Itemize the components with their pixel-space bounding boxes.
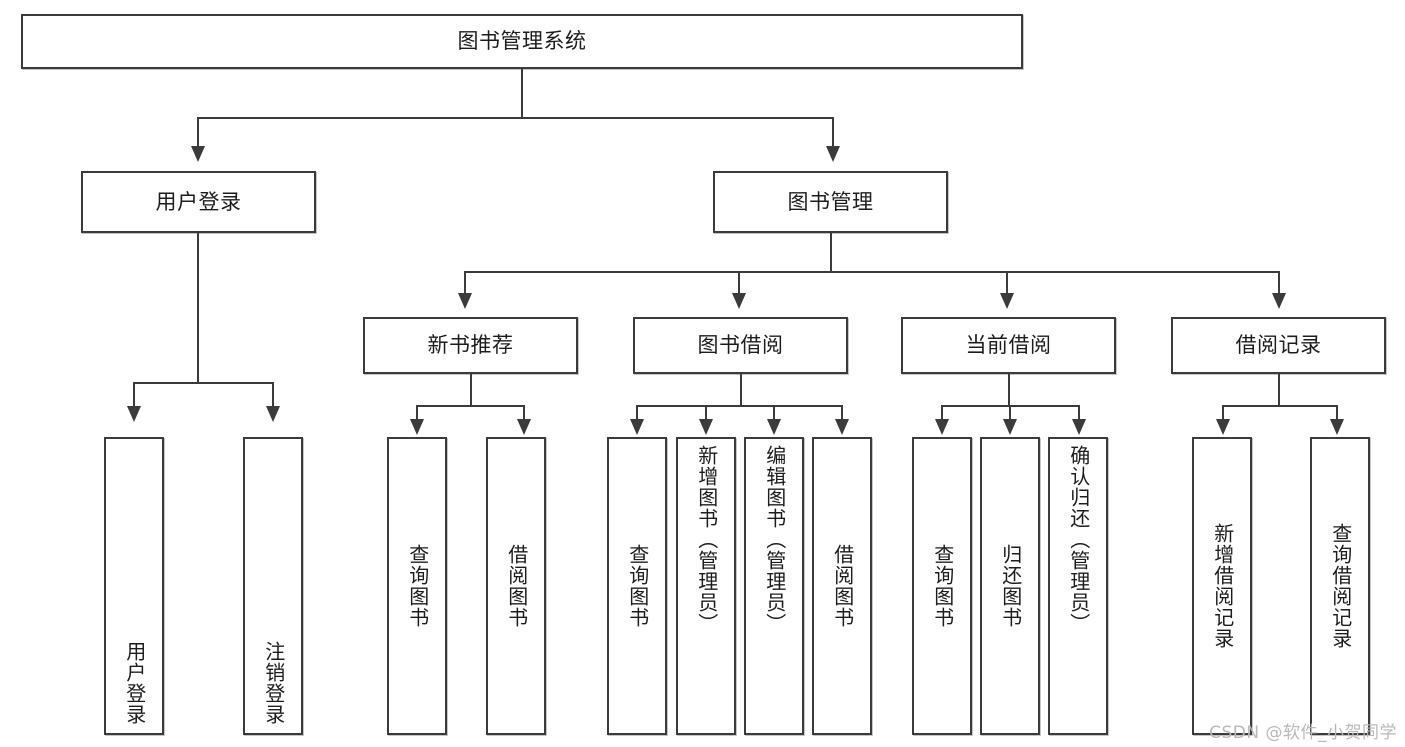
node-label: 新增借阅记录 [1210, 523, 1235, 649]
leaf-book-borrow-add-book-admin[interactable]: 新增图书（管理员） [676, 437, 736, 735]
arrowhead-root-to-book-manage [826, 146, 840, 162]
arrowhead-current-borrow-leaf-1 [935, 419, 949, 435]
connector-current-borrow-drop-1 [941, 405, 943, 419]
node-label: 确认归还（管理员） [1066, 445, 1091, 634]
node-borrow-record[interactable]: 借阅记录 [1171, 317, 1386, 374]
connector-user-login-bus [133, 382, 274, 384]
arrowhead-book-borrow-leaf-1 [630, 419, 644, 435]
connector-new-book-drop-2 [523, 405, 525, 419]
node-label: 查询图书 [930, 544, 955, 628]
connector-book-borrow-drop-3 [773, 405, 775, 419]
node-label: 新书推荐 [427, 333, 514, 358]
node-label: 借阅记录 [1235, 333, 1322, 358]
leaf-book-borrow-borrow-books[interactable]: 借阅图书 [812, 437, 872, 735]
node-label: 查询图书 [405, 544, 430, 628]
node-label: 归还图书 [998, 544, 1023, 628]
connector-user-login-drop-2 [272, 382, 274, 406]
arrowhead-book-manage-child-1 [458, 293, 472, 309]
arrowhead-new-book-leaf-1 [410, 419, 424, 435]
connector-root-stem [521, 69, 523, 118]
connector-book-borrow-bus [636, 405, 843, 407]
leaf-book-borrow-query-books[interactable]: 查询图书 [607, 437, 667, 735]
connector-root-to-user-login [197, 117, 199, 146]
leaf-borrow-record-add-record[interactable]: 新增借阅记录 [1192, 437, 1252, 735]
node-label: 当前借阅 [965, 333, 1052, 358]
connector-current-borrow-drop-2 [1009, 405, 1011, 419]
connector-book-manage-drop-1 [464, 271, 466, 293]
connector-book-manage-drop-3 [1006, 271, 1008, 293]
node-new-book-recommend[interactable]: 新书推荐 [363, 317, 578, 374]
leaf-current-borrow-query-books[interactable]: 查询图书 [912, 437, 972, 735]
node-user-login[interactable]: 用户登录 [81, 171, 316, 233]
node-label: 新增图书（管理员） [694, 445, 719, 634]
connector-current-borrow-drop-3 [1078, 405, 1080, 419]
connector-book-manage-drop-2 [738, 271, 740, 293]
connector-borrow-record-stem [1278, 374, 1280, 406]
connector-user-login-drop-1 [133, 382, 135, 406]
node-label: 编辑图书（管理员） [762, 445, 787, 634]
connector-new-book-drop-1 [416, 405, 418, 419]
arrowhead-user-login-leaf-2 [266, 406, 280, 422]
node-label: 图书借阅 [697, 333, 784, 358]
leaf-borrow-record-query-record[interactable]: 查询借阅记录 [1310, 437, 1370, 735]
connector-book-borrow-drop-4 [841, 405, 843, 419]
node-label: 注销登录 [261, 641, 286, 725]
arrowhead-borrow-record-leaf-1 [1216, 419, 1230, 435]
leaf-user-login-logout[interactable]: 注销登录 [243, 437, 303, 735]
leaf-new-book-borrow-books[interactable]: 借阅图书 [486, 437, 546, 735]
connector-borrow-record-drop-2 [1336, 405, 1338, 419]
connector-book-borrow-stem [740, 374, 742, 406]
arrowhead-book-borrow-leaf-2 [699, 419, 713, 435]
node-label: 查询借阅记录 [1328, 523, 1353, 649]
connector-borrow-record-drop-1 [1222, 405, 1224, 419]
arrowhead-current-borrow-leaf-3 [1072, 419, 1086, 435]
connector-new-book-bus [416, 405, 525, 407]
leaf-book-borrow-edit-book-admin[interactable]: 编辑图书（管理员） [744, 437, 804, 735]
node-label: 借阅图书 [504, 544, 529, 628]
node-book-management[interactable]: 图书管理 [713, 171, 948, 233]
connector-root-to-book-manage [832, 117, 834, 146]
connector-borrow-record-bus [1222, 405, 1338, 407]
node-label: 用户登录 [122, 641, 147, 725]
connector-book-manage-stem [830, 233, 832, 272]
arrowhead-new-book-leaf-2 [517, 419, 531, 435]
connector-book-manage-drop-4 [1278, 271, 1280, 293]
arrowhead-book-borrow-leaf-4 [835, 419, 849, 435]
node-label: 图书管理 [787, 189, 874, 214]
connector-current-borrow-stem [1008, 374, 1010, 406]
node-root-library-system[interactable]: 图书管理系统 [21, 14, 1023, 69]
arrowhead-user-login-leaf-1 [127, 406, 141, 422]
arrowhead-book-manage-child-2 [732, 293, 746, 309]
connector-root-bus [197, 117, 834, 119]
arrowhead-book-manage-child-4 [1272, 293, 1286, 309]
arrowhead-book-borrow-leaf-3 [767, 419, 781, 435]
arrowhead-root-to-user-login [191, 146, 205, 162]
arrowhead-borrow-record-leaf-2 [1330, 419, 1344, 435]
node-label: 用户登录 [155, 189, 242, 214]
leaf-user-login-login[interactable]: 用户登录 [104, 437, 164, 735]
connector-book-borrow-drop-2 [705, 405, 707, 419]
leaf-current-borrow-confirm-return-admin[interactable]: 确认归还（管理员） [1048, 437, 1108, 735]
connector-book-borrow-drop-1 [636, 405, 638, 419]
leaf-new-book-query-books[interactable]: 查询图书 [387, 437, 447, 735]
node-label: 借阅图书 [830, 544, 855, 628]
arrowhead-book-manage-child-3 [1000, 293, 1014, 309]
leaf-current-borrow-return-books[interactable]: 归还图书 [980, 437, 1040, 735]
node-book-borrow[interactable]: 图书借阅 [633, 317, 848, 374]
node-current-borrow[interactable]: 当前借阅 [901, 317, 1116, 374]
connector-new-book-stem [470, 374, 472, 406]
connector-user-login-stem [197, 233, 199, 383]
node-label: 图书管理系统 [457, 29, 587, 54]
connector-book-manage-bus [464, 271, 1280, 273]
arrowhead-current-borrow-leaf-2 [1003, 419, 1017, 435]
csdn-watermark: CSDN @软件_小贺同学 [1209, 723, 1397, 743]
node-label: 查询图书 [625, 544, 650, 628]
